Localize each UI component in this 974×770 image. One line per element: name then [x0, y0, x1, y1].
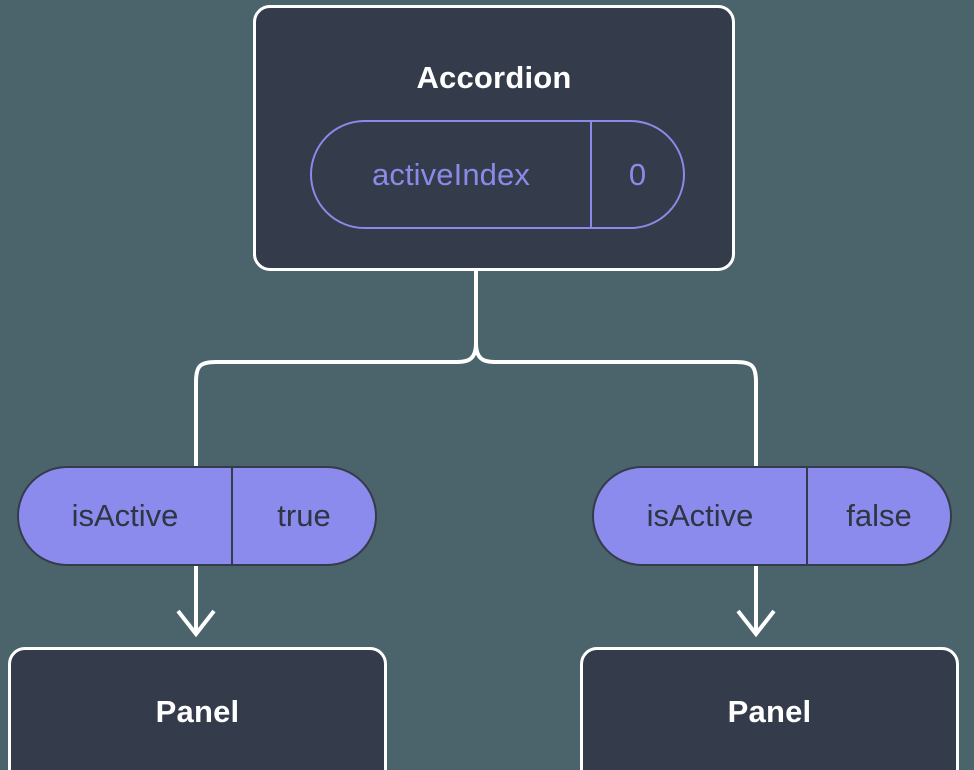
state-badge-value: 0 [628, 156, 647, 192]
state-badge-active-index[interactable]: activeIndex 0 [310, 120, 685, 229]
node-accordion-label: Accordion [416, 60, 572, 95]
edge-fork-right [474, 342, 758, 466]
prop-pill-value: false [846, 498, 912, 533]
node-panel-label: Panel [155, 694, 240, 729]
edge-fork-left [194, 342, 478, 466]
arrow-down-icon [736, 609, 776, 638]
node-panel-left[interactable]: Panel [8, 647, 387, 770]
node-panel-label: Panel [727, 694, 812, 729]
prop-pill-is-active-true[interactable]: isActive true [17, 466, 377, 566]
node-accordion[interactable]: Accordion activeIndex 0 [253, 5, 735, 271]
node-panel-right[interactable]: Panel [580, 647, 959, 770]
prop-pill-key: isActive [19, 468, 233, 564]
prop-pill-is-active-false[interactable]: isActive false [592, 466, 952, 566]
prop-pill-value: true [277, 498, 331, 533]
state-badge-key: activeIndex [312, 122, 592, 227]
arrow-down-icon [176, 609, 216, 638]
prop-pill-key: isActive [594, 468, 808, 564]
